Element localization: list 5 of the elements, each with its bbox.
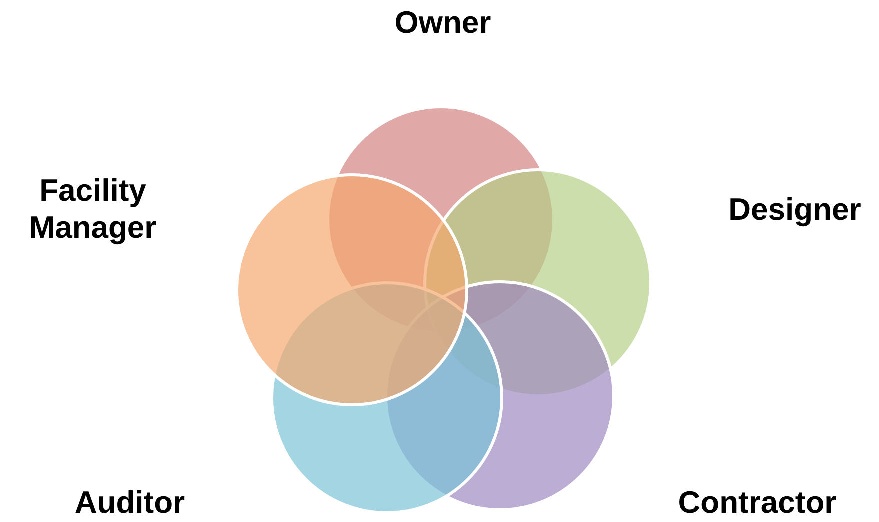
- circle-label: Contractor: [650, 484, 865, 521]
- circle-label: Facility Manager: [8, 172, 178, 246]
- circle-label: Owner: [343, 4, 543, 41]
- circle-label: Auditor: [40, 484, 220, 521]
- circle-label: Designer: [700, 191, 879, 228]
